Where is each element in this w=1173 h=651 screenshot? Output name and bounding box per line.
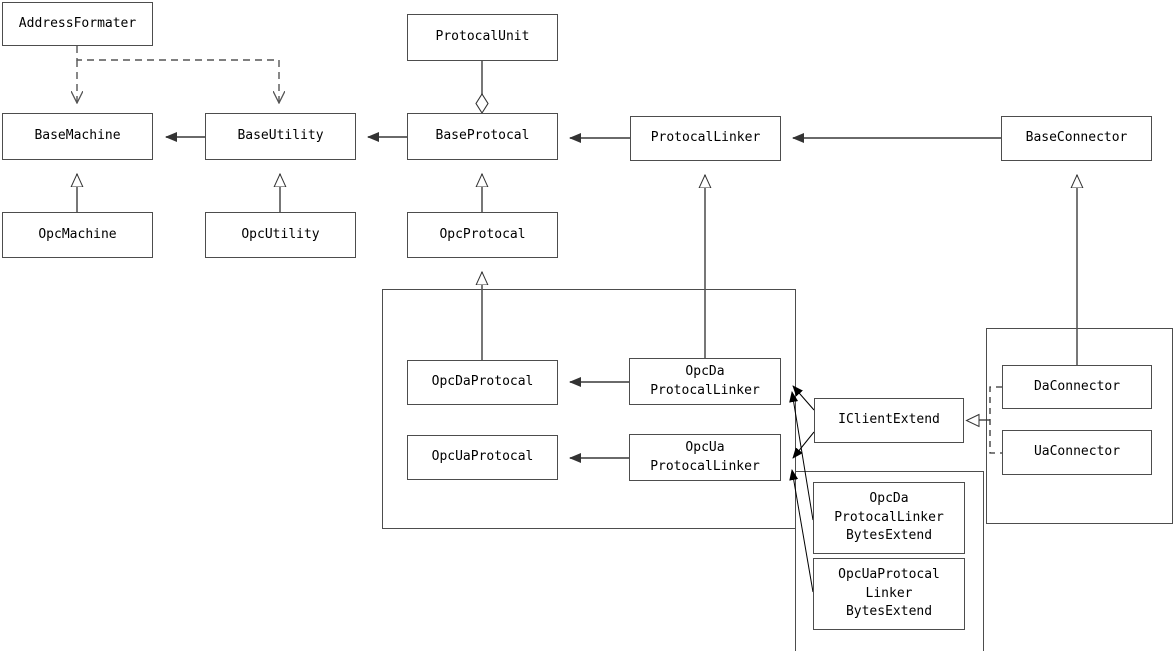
group-rect-protocal [382, 289, 796, 529]
edge-protocalunit-to-baseprotocal [475, 61, 489, 115]
class-box-ua-connector[interactable]: UaConnector [1002, 430, 1152, 475]
class-box-opc-protocal[interactable]: OpcProtocal [407, 212, 558, 258]
edge-iclientextend-to-opcdalinker [792, 385, 815, 411]
edge-connectors-to-iclientextend [965, 386, 1002, 454]
class-box-opc-ua-protocal-linker[interactable]: OpcUa ProtocalLinker [629, 434, 781, 481]
class-box-opc-da-protocal-linker-bytes-extend[interactable]: OpcDa ProtocalLinker BytesExtend [813, 482, 965, 554]
edge-iclientextend-to-opcualinker [792, 431, 815, 459]
edge-opcuabytesextend-to-opcualinker [789, 469, 814, 593]
class-box-opc-utility[interactable]: OpcUtility [205, 212, 356, 258]
class-box-protocal-unit[interactable]: ProtocalUnit [407, 14, 558, 61]
class-box-opc-ua-protocal[interactable]: OpcUaProtocal [407, 435, 558, 480]
class-box-opc-machine[interactable]: OpcMachine [2, 212, 153, 258]
class-box-base-connector[interactable]: BaseConnector [1001, 116, 1152, 161]
class-box-protocal-linker[interactable]: ProtocalLinker [630, 116, 781, 161]
edge-opcdabytesextend-to-opcdalinker [789, 391, 814, 521]
class-box-opc-da-protocal[interactable]: OpcDaProtocal [407, 360, 558, 405]
class-box-address-formater[interactable]: AddressFormater [2, 2, 153, 46]
edge-addressformater-dependencies [77, 46, 279, 103]
class-box-opc-ua-protocal-linker-bytes-extend[interactable]: OpcUaProtocal Linker BytesExtend [813, 558, 965, 630]
class-box-da-connector[interactable]: DaConnector [1002, 365, 1152, 409]
class-box-iclient-extend[interactable]: IClientExtend [814, 398, 964, 443]
group-rect-connector [986, 328, 1173, 524]
class-box-base-utility[interactable]: BaseUtility [205, 113, 356, 160]
class-box-base-protocal[interactable]: BaseProtocal [407, 113, 558, 160]
class-box-base-machine[interactable]: BaseMachine [2, 113, 153, 160]
class-box-opc-da-protocal-linker[interactable]: OpcDa ProtocalLinker [629, 358, 781, 405]
